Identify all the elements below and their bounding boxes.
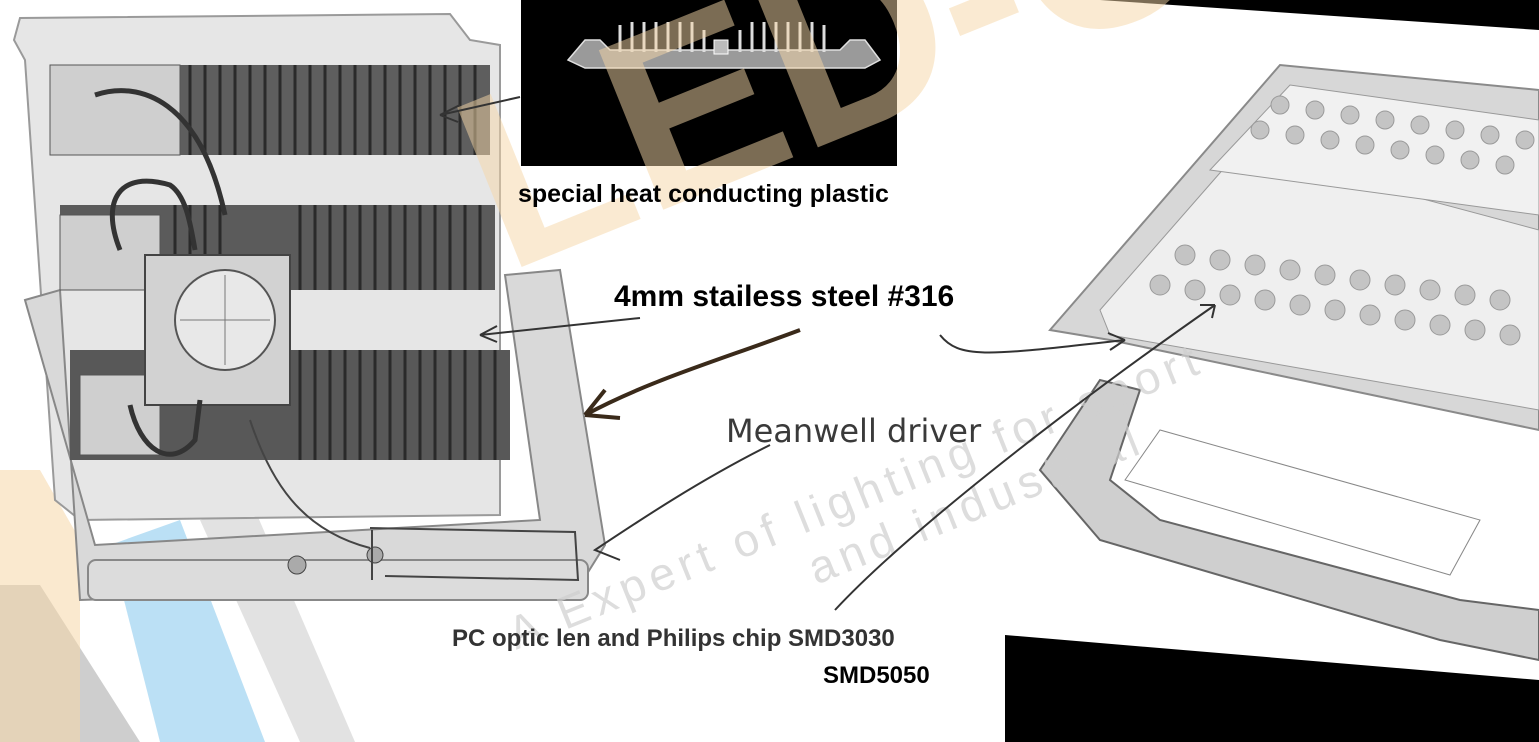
arrow-lens [834,304,1216,611]
inset-background [521,0,897,166]
arrow-right-module [939,332,1126,354]
label-heat-conducting-plastic: special heat conducting plastic [518,180,889,208]
heatsink-middle [59,205,495,291]
label-smd5050: SMD5050 [823,662,930,689]
arrow-heatsink [439,96,521,123]
heatsink-top [49,64,490,156]
arrow-driver [592,444,771,561]
label-meanwell-driver: Meanwell driver [726,412,982,450]
mounting-base [87,559,589,601]
arrow-steel [479,317,641,343]
watermark-stripe-orange [0,470,80,742]
label-pc-optic-lens: PC optic len and Philips chip SMD3030 [452,625,895,652]
heatsink-profile [566,22,882,69]
arrow-steel-bold [583,328,801,420]
label-stainless-steel: 4mm stailess steel #316 [614,280,955,313]
